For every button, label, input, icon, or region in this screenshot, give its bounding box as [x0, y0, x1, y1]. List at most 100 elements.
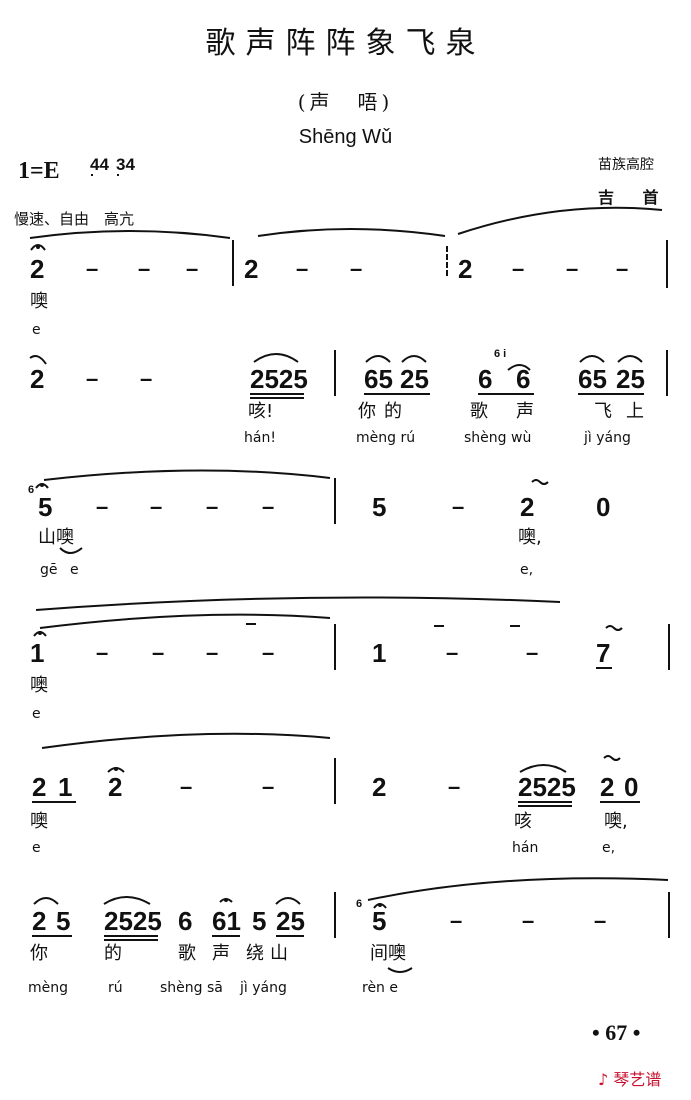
tie-mark — [367, 877, 669, 901]
beam — [104, 935, 158, 937]
slur-mark — [401, 355, 427, 363]
dash: – — [594, 908, 607, 933]
lyric: 咳 — [514, 811, 532, 832]
pinyin: e — [32, 322, 41, 338]
slur-mark — [103, 896, 151, 905]
beam — [250, 393, 304, 395]
pinyin: rèn e — [362, 980, 398, 996]
note: 65 — [364, 364, 393, 394]
tie-mark — [41, 732, 331, 749]
dash: – — [180, 774, 193, 799]
note: 2 — [32, 772, 47, 802]
note: 25 — [400, 364, 429, 394]
dash: – — [616, 256, 629, 281]
slur-mark — [579, 355, 605, 363]
note: 2 — [244, 254, 259, 284]
genre-pinyin: Shēng Wǔ — [298, 126, 393, 148]
note: 5 — [372, 906, 387, 936]
dash: – — [350, 256, 363, 281]
barline — [666, 240, 668, 288]
lyric: 噢, — [604, 811, 628, 832]
lyric: 噢 — [30, 291, 48, 312]
music-logo-icon: ♪ — [598, 1070, 609, 1089]
pinyin: e — [32, 706, 41, 722]
beam — [32, 935, 72, 937]
beam — [478, 393, 534, 395]
watermark-text: 琴艺谱 — [613, 1070, 662, 1089]
barline — [232, 240, 234, 286]
slur-mark — [365, 355, 391, 363]
tie-mark — [457, 206, 663, 235]
note: 61 — [212, 906, 241, 936]
dash: – — [152, 640, 165, 665]
beam — [32, 801, 76, 803]
author-label: 吉 首 — [598, 190, 671, 207]
note: 2 — [600, 772, 615, 802]
slur-mark — [387, 967, 413, 973]
note: 5 — [38, 492, 53, 522]
barline — [334, 758, 336, 804]
tempo-marking: 慢速、自由 高亢 — [14, 211, 135, 228]
dash: – — [448, 774, 461, 799]
note: 5 — [372, 492, 387, 522]
page-number: • 67 • — [592, 1020, 641, 1045]
note: 6 — [516, 364, 531, 394]
genre-label: (声 唔) — [297, 90, 394, 114]
dash: – — [206, 640, 219, 665]
pinyin: e, — [602, 840, 616, 856]
tie-mark — [39, 613, 331, 629]
note: 25 — [616, 364, 645, 394]
dash: – — [186, 256, 199, 281]
beam — [212, 935, 240, 937]
lyric: 飞上 — [594, 401, 658, 422]
lyric: 咳! — [248, 401, 274, 422]
lyric: 你的 — [358, 401, 410, 422]
song-title: 歌声阵阵象飞泉 — [205, 26, 486, 61]
note: 2 — [372, 772, 387, 802]
note: 0 — [596, 492, 611, 522]
lyric: 歌声 — [470, 401, 562, 422]
pinyin: jì yáng — [240, 980, 287, 996]
slur-mark — [33, 897, 59, 905]
grace-note: 6 — [356, 898, 363, 910]
note: 6 — [478, 364, 493, 394]
lyric: 声 — [212, 943, 230, 964]
dash: – — [262, 494, 275, 519]
pinyin: jì yáng — [584, 430, 631, 446]
barline — [334, 478, 336, 524]
note: 6 — [178, 906, 193, 936]
lyric: 噢 — [30, 675, 48, 696]
barline — [668, 624, 670, 670]
pinyin: rú — [108, 980, 123, 996]
note: 65 — [578, 364, 607, 394]
pinyin: e, — [520, 562, 534, 578]
pinyin: e — [32, 840, 41, 856]
slur-mark — [29, 355, 47, 365]
trill-mark — [603, 755, 621, 761]
note: 0 — [624, 772, 639, 802]
note: 2525 — [104, 906, 162, 936]
lyric: 歌 — [178, 943, 196, 964]
grace-note: 6 — [28, 484, 35, 496]
note: 1 — [58, 772, 73, 802]
dash: – — [86, 366, 99, 391]
dash: – — [522, 908, 535, 933]
barline — [334, 350, 336, 396]
barline — [334, 624, 336, 670]
slur-mark — [617, 355, 643, 363]
tie-mark — [29, 230, 231, 239]
note: 1 — [372, 638, 387, 668]
tie-mark — [257, 228, 446, 237]
slur-mark — [253, 353, 299, 363]
slur-mark — [275, 897, 301, 905]
dash: – — [86, 256, 99, 281]
beam — [364, 393, 430, 395]
pinyin: hán — [512, 840, 539, 856]
dash: – — [262, 774, 275, 799]
slur-mark — [507, 364, 531, 371]
note: 1 — [30, 638, 45, 668]
note: 2 — [108, 772, 123, 802]
